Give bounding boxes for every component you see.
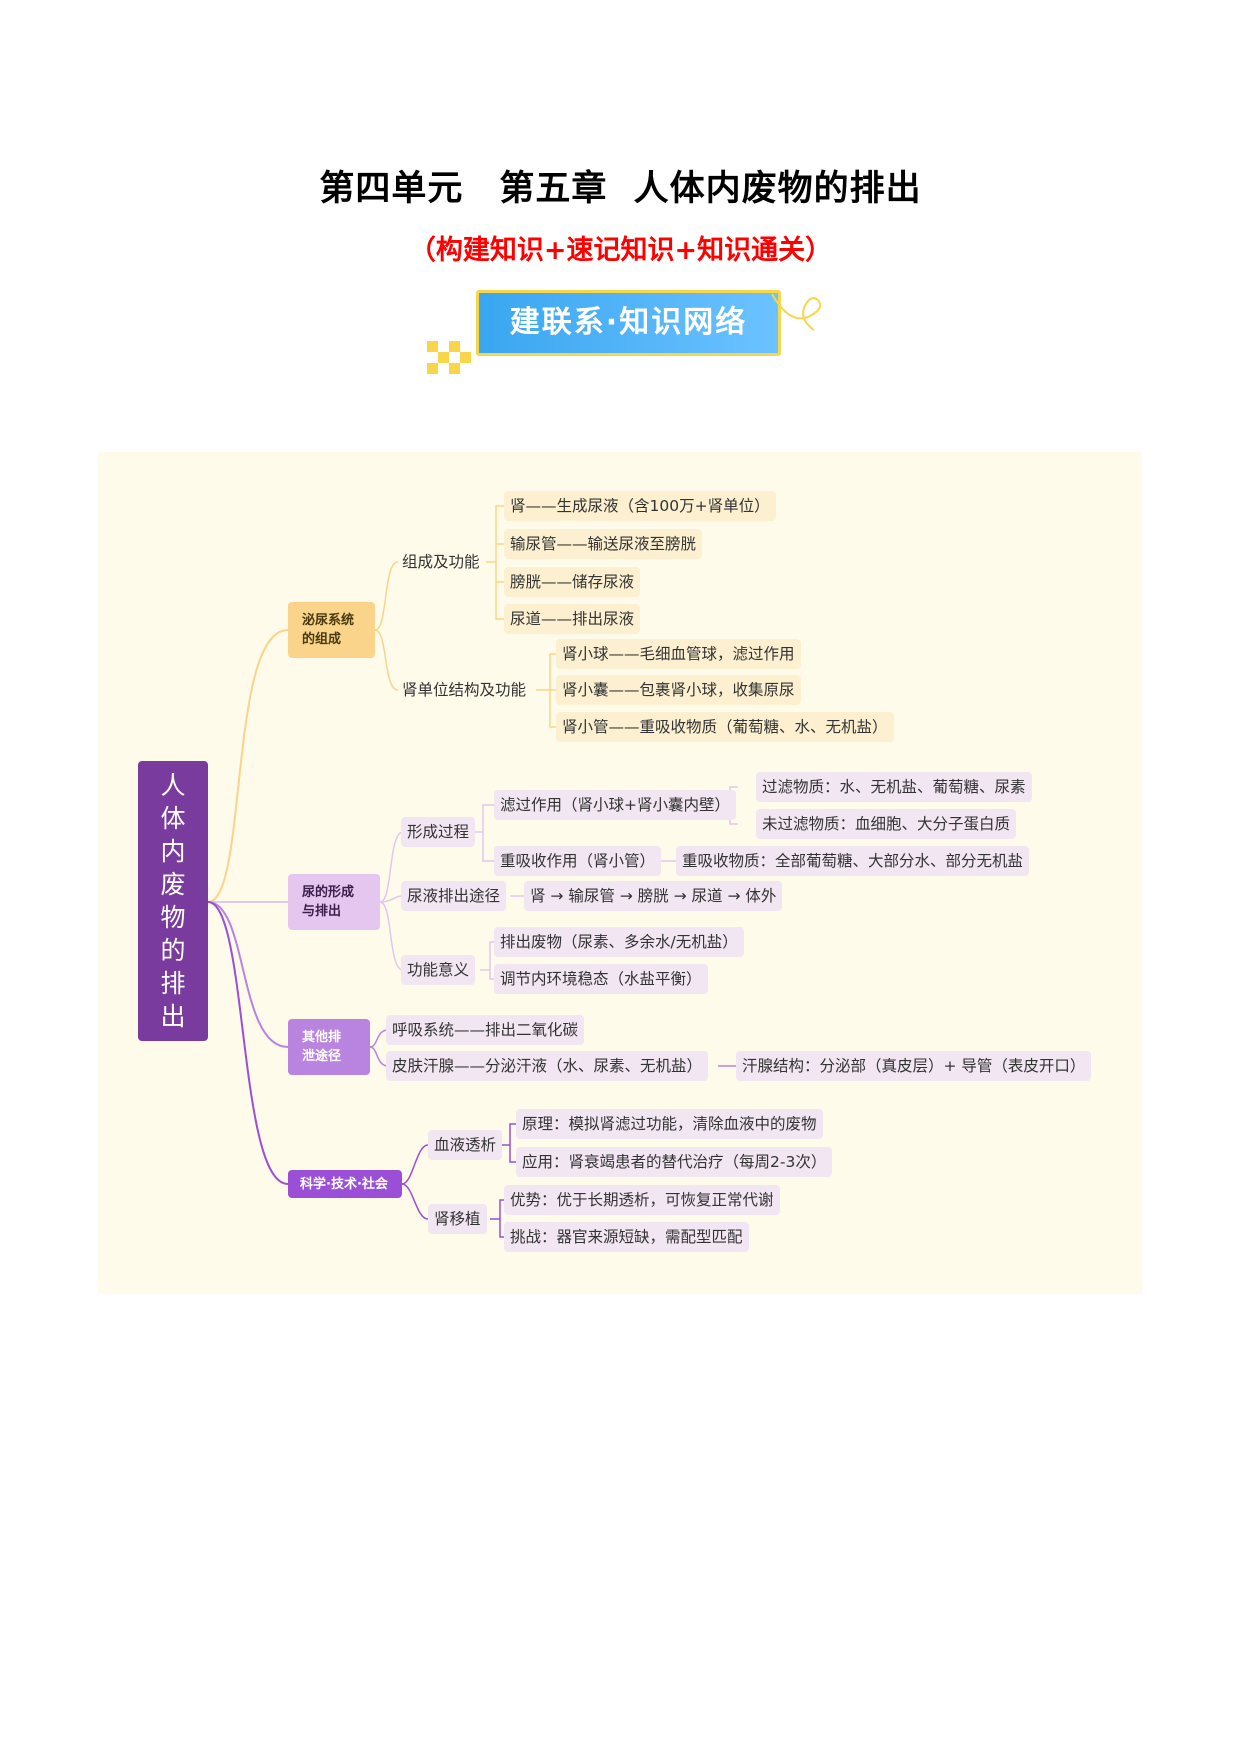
item-remove-waste: 排出废物（尿素、多余水/无机盐）: [494, 927, 744, 957]
item-urethra: 尿道——排出尿液: [504, 604, 641, 634]
root-node: 人体内废物的排出: [138, 761, 208, 1041]
ribbon-decoration: [771, 293, 822, 331]
branch-sts: 科学·技术·社会: [288, 1170, 402, 1198]
section-banner: 建联系·知识网络: [476, 290, 781, 356]
item-reabsorption: 重吸收作用（肾小管）: [494, 846, 662, 876]
item-sweat-gland-structure: 汗腺结构：分泌部（真皮层）+ 导管（表皮开口）: [736, 1051, 1092, 1081]
branch-urinary-system: 泌尿系统 的组成: [288, 602, 375, 658]
group-nephron: 肾单位结构及功能: [402, 681, 527, 699]
banner-text: 建联系·知识网络: [509, 305, 748, 340]
item-glomerulus: 肾小球——毛细血管球，滤过作用: [556, 639, 801, 669]
root-label: 人体内废物的排出: [160, 771, 186, 1031]
item-transplant-challenge: 挑战：器官来源短缺，需配型匹配: [504, 1222, 749, 1252]
item-excretion-route: 肾 → 输尿管 → 膀胱 → 尿道 → 体外: [524, 881, 783, 911]
item-filtered-substances: 过滤物质：水、无机盐、葡萄糖、尿素: [756, 772, 1032, 802]
item-capsule: 肾小囊——包裹肾小球，收集原尿: [556, 675, 801, 705]
group-formation-process: 形成过程: [401, 817, 476, 847]
item-unfiltered-substances: 未过滤物质：血细胞、大分子蛋白质: [756, 809, 1017, 839]
group-function: 功能意义: [401, 955, 476, 985]
item-dialysis-principle: 原理：模拟肾滤过功能，清除血液中的废物: [516, 1109, 823, 1139]
page-subtitle: （构建知识+速记知识+知识通关）: [408, 235, 833, 266]
item-dialysis-application: 应用：肾衰竭患者的替代治疗（每周2-3次）: [516, 1147, 833, 1177]
group-composition: 组成及功能: [402, 553, 480, 571]
item-bladder: 膀胱——储存尿液: [504, 567, 641, 597]
branch-other-excretion: 其他排 泄途径: [288, 1019, 370, 1075]
group-dialysis: 血液透析: [428, 1130, 503, 1160]
item-transplant-advantage: 优势：优于长期透析，可恢复正常代谢: [504, 1185, 780, 1215]
page-title: 第四单元 第五章 人体内废物的排出: [319, 169, 922, 209]
item-kidney: 肾——生成尿液（含100万+肾单位）: [504, 491, 776, 521]
mindmap: 人体内废物的排出 泌尿系统 的组成 组成及功能 肾——生成尿液（含100万+肾单…: [98, 452, 1142, 1294]
branch-urine-formation: 尿的形成 与排出: [288, 874, 380, 930]
item-homeostasis: 调节内环境稳态（水盐平衡）: [494, 964, 708, 994]
item-filtration: 滤过作用（肾小球+肾小囊内壁）: [494, 790, 736, 820]
item-respiration: 呼吸系统——排出二氧化碳: [386, 1015, 585, 1045]
item-tubule: 肾小管——重吸收物质（葡萄糖、水、无机盐）: [556, 712, 894, 742]
item-ureter: 输尿管——输送尿液至膀胱: [504, 529, 703, 559]
item-reabsorbed-substances: 重吸收物质：全部葡萄糖、大部分水、部分无机盐: [676, 846, 1030, 876]
group-excretion-route: 尿液排出途径: [401, 881, 507, 911]
group-transplant: 肾移植: [428, 1204, 487, 1234]
item-sweat-gland: 皮肤汗腺——分泌汗液（水、尿素、无机盐）: [386, 1051, 709, 1081]
